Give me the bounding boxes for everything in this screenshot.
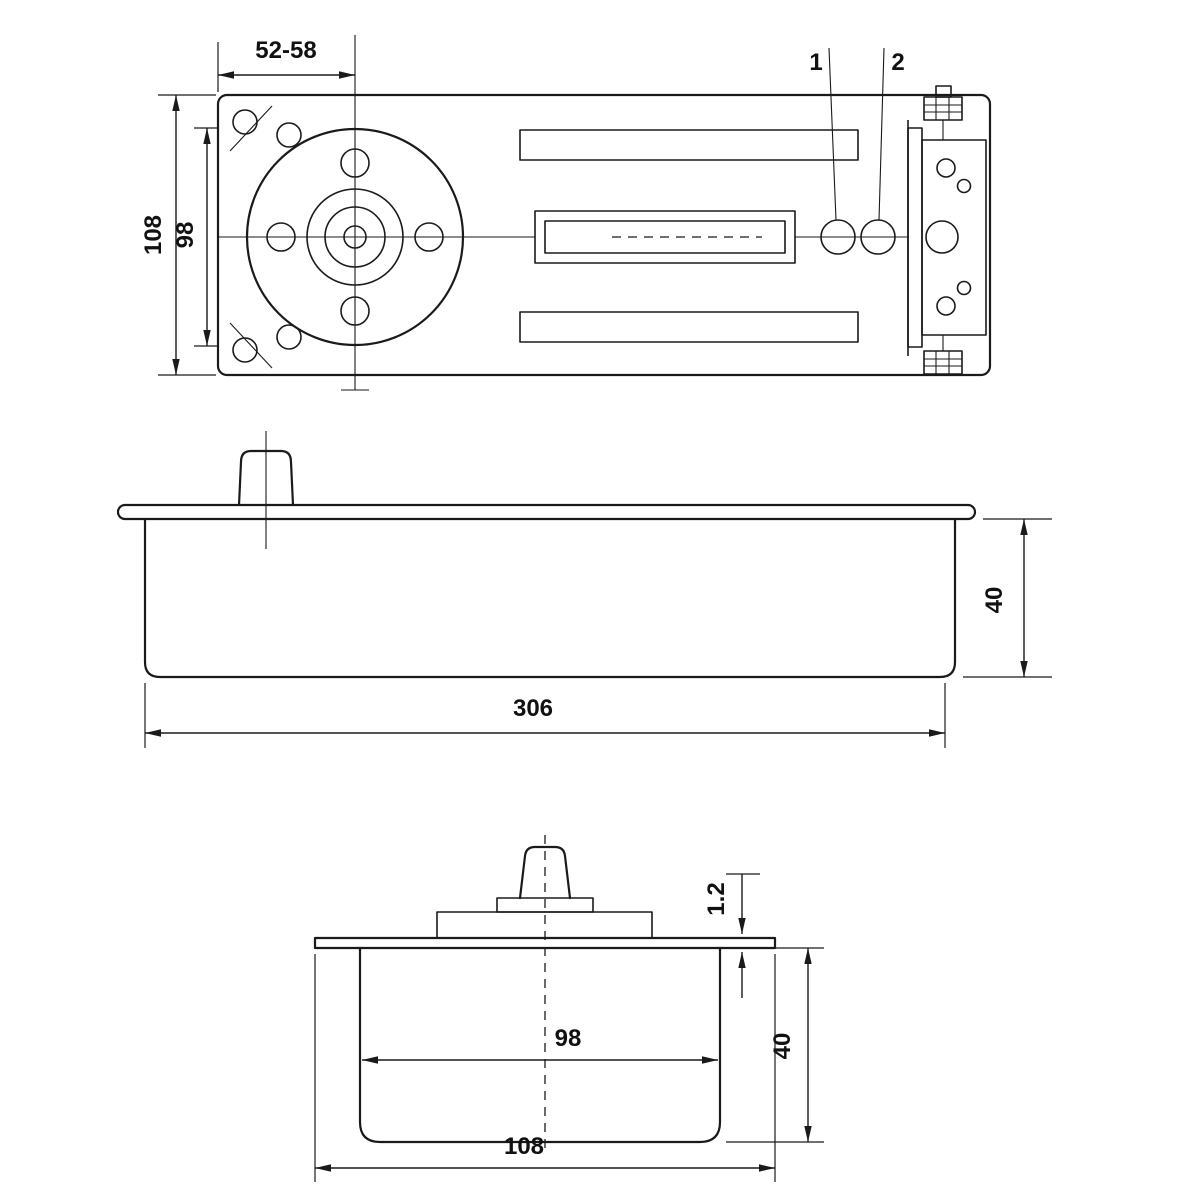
anchor-block-top — [923, 85, 963, 140]
dim-side-depth-label: 40 — [981, 587, 1008, 614]
spring-housing — [519, 129, 859, 343]
dim-body-width-label: 98 — [555, 1025, 582, 1052]
end-view-dimensions: 1.2 98 40 108 — [314, 873, 824, 1182]
side-view-spindle — [237, 431, 295, 549]
side-view: 40 306 — [116, 431, 1052, 748]
adjustment-valves: 1 2 — [809, 47, 905, 255]
dim-overall-width-label: 108 — [140, 215, 167, 255]
side-view-body — [116, 503, 977, 679]
end-view: 1.2 98 40 108 — [313, 835, 824, 1182]
valve-1-label: 1 — [809, 49, 822, 76]
end-bracket — [907, 85, 987, 375]
top-view-centerlines — [218, 35, 908, 391]
valve-2-label: 2 — [891, 49, 904, 76]
dim-spindle-offset-label: 52-58 — [255, 37, 316, 64]
top-view-body — [216, 93, 992, 377]
top-view: 1 2 — [140, 35, 992, 391]
corner-screws — [229, 105, 302, 369]
dim-plate-width-label: 98 — [172, 222, 199, 249]
dim-cover-thickness-label: 1.2 — [703, 882, 730, 915]
dim-length-label: 306 — [513, 695, 553, 722]
dim-end-depth-label: 40 — [769, 1033, 796, 1060]
anchor-block-bottom — [923, 335, 963, 375]
top-view-dimensions: 52-58 108 98 — [140, 37, 355, 376]
end-view-body — [313, 835, 777, 1152]
cam-assembly — [245, 127, 465, 347]
dim-cover-width-label: 108 — [504, 1133, 544, 1160]
side-view-dimensions: 40 306 — [144, 518, 1052, 748]
